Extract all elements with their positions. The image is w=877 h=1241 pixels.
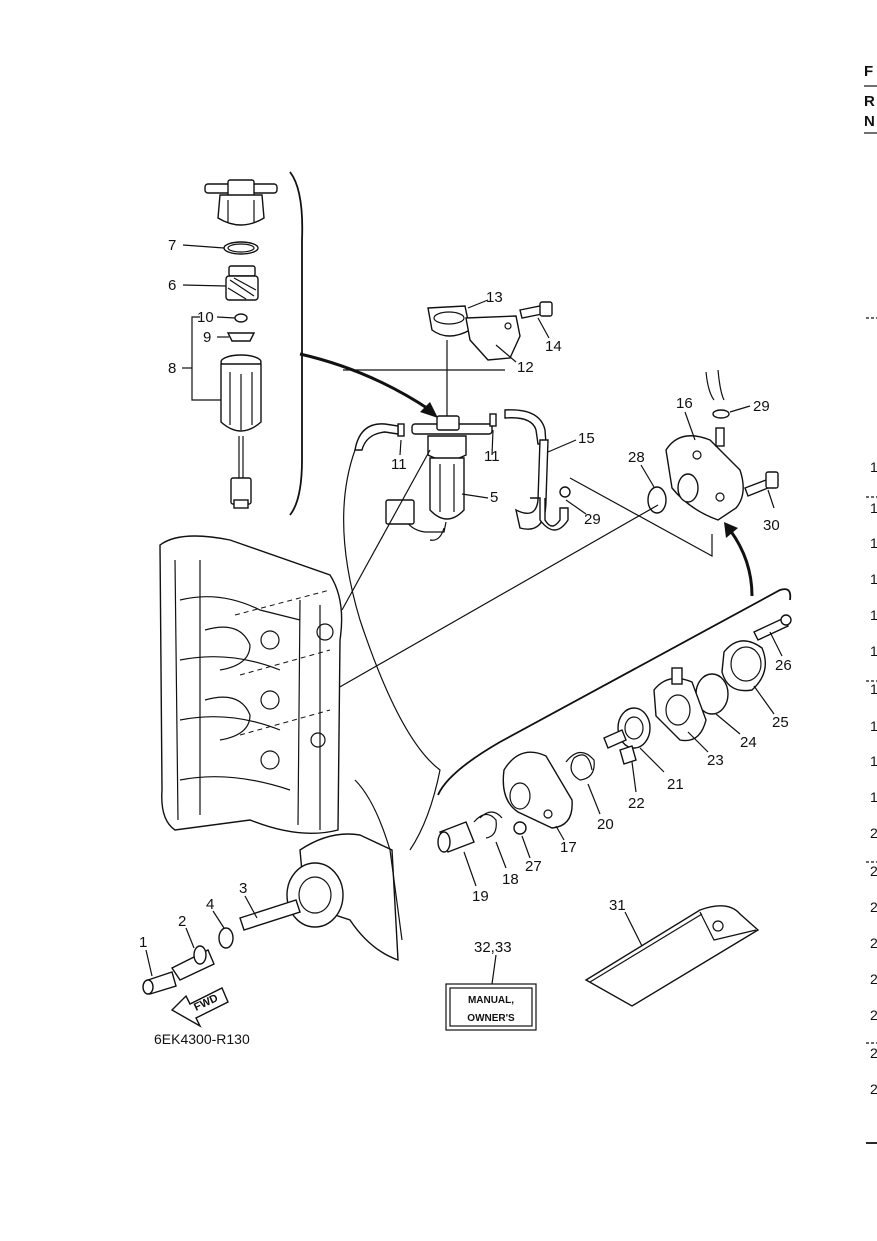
edge-number: 1 xyxy=(870,571,877,587)
part-label-24: 24 xyxy=(740,734,757,751)
drawing-code: 6EK4300-R130 xyxy=(154,1031,250,1047)
part-label-13: 13 xyxy=(486,289,503,306)
part-label-1: 1 xyxy=(139,934,147,951)
edge-number: 2 xyxy=(870,899,877,915)
part-label-8: 8 xyxy=(168,360,176,377)
edge-number: 1 xyxy=(870,607,877,623)
edge-number: 1 xyxy=(870,753,877,769)
part-label-16: 16 xyxy=(676,395,693,412)
edge-number: 1 xyxy=(870,789,877,805)
part-label-23: 23 xyxy=(707,752,724,769)
pump-exploded-group: 26 25 24 23 21 22 20 17 27 18 19 xyxy=(437,522,792,905)
manual-label-line1: MANUAL, xyxy=(468,995,514,1006)
drain-parts: FWD 1 2 3 4 6EK4300-R130 xyxy=(139,880,301,1047)
part-label-11a: 11 xyxy=(391,456,407,473)
edge-number: 2 xyxy=(870,1081,877,1097)
edge-header-f: F xyxy=(864,63,873,80)
part-label-9: 9 xyxy=(203,329,211,346)
part-label-32-33: 32,33 xyxy=(474,939,512,956)
edge-number: 1 xyxy=(870,643,877,659)
part-label-6: 6 xyxy=(168,277,176,294)
part-label-31: 31 xyxy=(609,897,626,914)
part-label-29b: 29 xyxy=(584,511,601,528)
right-edge-numbers: 1 1 1 1 1 1 1 1 1 1 2 2 2 2 2 2 2 2 xyxy=(866,459,877,1144)
part-label-5: 5 xyxy=(490,489,498,506)
edge-number: 1 xyxy=(870,459,877,475)
manual-and-pouch: 32,33 MANUAL, OWNER'S 31 xyxy=(445,897,760,1031)
edge-number: 1 xyxy=(870,681,877,697)
right-edge-header: F R N xyxy=(864,63,877,319)
part-label-3: 3 xyxy=(239,880,247,897)
edge-number: 2 xyxy=(870,1007,877,1023)
part-label-14: 14 xyxy=(545,338,562,355)
edge-number: 2 xyxy=(870,825,877,841)
manual-label-line2: OWNER'S xyxy=(467,1013,515,1024)
engine-block xyxy=(159,535,403,962)
fuel-pump-assembly: 16 29 28 30 xyxy=(628,369,780,534)
edge-header-n: N xyxy=(864,113,875,130)
edge-number: 1 xyxy=(870,535,877,551)
part-label-30: 30 xyxy=(763,517,780,534)
edge-number: 1 xyxy=(870,718,877,734)
edge-number: 1 xyxy=(870,500,877,516)
part-label-7: 7 xyxy=(168,237,176,254)
connection-lines xyxy=(337,369,713,851)
edge-number: 2 xyxy=(870,863,877,879)
part-label-19: 19 xyxy=(472,888,489,905)
edge-number: 2 xyxy=(870,971,877,987)
part-label-4: 4 xyxy=(206,896,214,913)
part-label-15: 15 xyxy=(578,430,595,447)
part-label-20: 20 xyxy=(597,816,614,833)
fuel-filter-exploded-group: 7 6 10 9 8 xyxy=(168,171,304,516)
edge-header-r: R xyxy=(864,93,875,110)
part-label-2: 2 xyxy=(178,913,186,930)
fuel-filter-assembly: 13 14 12 11 11 15 5 29 xyxy=(354,289,601,541)
part-label-18: 18 xyxy=(502,871,519,888)
part-label-10: 10 xyxy=(197,309,214,326)
part-label-28: 28 xyxy=(628,449,645,466)
part-label-29a: 29 xyxy=(753,398,770,415)
part-label-11b: 11 xyxy=(484,448,500,465)
edge-number: 2 xyxy=(870,935,877,951)
part-label-22: 22 xyxy=(628,795,645,812)
part-label-21: 21 xyxy=(667,776,684,793)
edge-number: 2 xyxy=(870,1045,877,1061)
part-label-26: 26 xyxy=(775,657,792,674)
part-label-25: 25 xyxy=(772,714,789,731)
part-label-27: 27 xyxy=(525,858,542,875)
part-label-12: 12 xyxy=(517,359,534,376)
part-label-17: 17 xyxy=(560,839,577,856)
